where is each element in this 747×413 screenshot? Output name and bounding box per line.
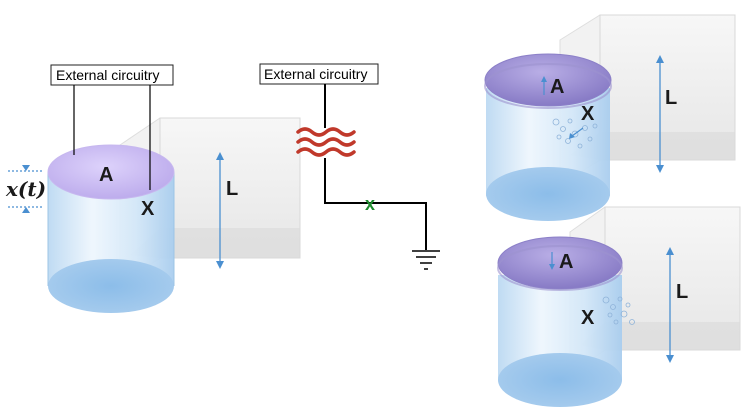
plate-a-label-br: A xyxy=(559,251,573,273)
middle-panel: External circuitry x xyxy=(259,63,440,270)
length-label-tr: L xyxy=(665,87,677,109)
electrode-x-label-br: X xyxy=(581,307,595,329)
cylinder-tr xyxy=(486,88,610,221)
cylinder-bottom xyxy=(48,259,174,313)
external-circuitry-box xyxy=(50,64,174,86)
cylinder-br xyxy=(498,275,622,407)
electrode-marker: x xyxy=(365,194,375,214)
impedance-symbol xyxy=(296,127,356,157)
plate-a-label-tr: A xyxy=(550,76,564,98)
external-circuitry-label-2: External circuitry xyxy=(264,66,367,82)
length-arrow-tr xyxy=(656,55,664,173)
plate-a-tr xyxy=(484,53,612,107)
plate-a-label: A xyxy=(99,164,113,186)
diagonal-arrow-icon xyxy=(569,127,584,139)
displacement-label: x(t) xyxy=(5,177,46,201)
electrode-x-label: X xyxy=(141,198,155,220)
bubbles xyxy=(552,118,598,149)
up-arrow-icon xyxy=(541,76,547,95)
length-arrow xyxy=(216,152,224,269)
external-circuitry-label: External circuitry xyxy=(56,67,159,83)
top-right-panel: A X L xyxy=(484,14,736,221)
plate-a xyxy=(47,144,175,200)
ground-icon xyxy=(412,250,440,270)
external-circuitry-box-2 xyxy=(259,63,379,85)
left-panel: A X External circuitry L x(t) xyxy=(5,64,301,313)
length-label-br: L xyxy=(676,281,688,303)
down-arrow-icon xyxy=(549,252,555,270)
bottom-right-panel: A X L xyxy=(497,206,741,407)
circuit-wire xyxy=(324,84,427,250)
length-arrow-br xyxy=(666,247,674,363)
displacement-indicator xyxy=(8,165,44,213)
length-label: L xyxy=(226,178,238,200)
electrode-x-label-tr: X xyxy=(581,103,595,125)
bubbles-br xyxy=(602,296,635,325)
